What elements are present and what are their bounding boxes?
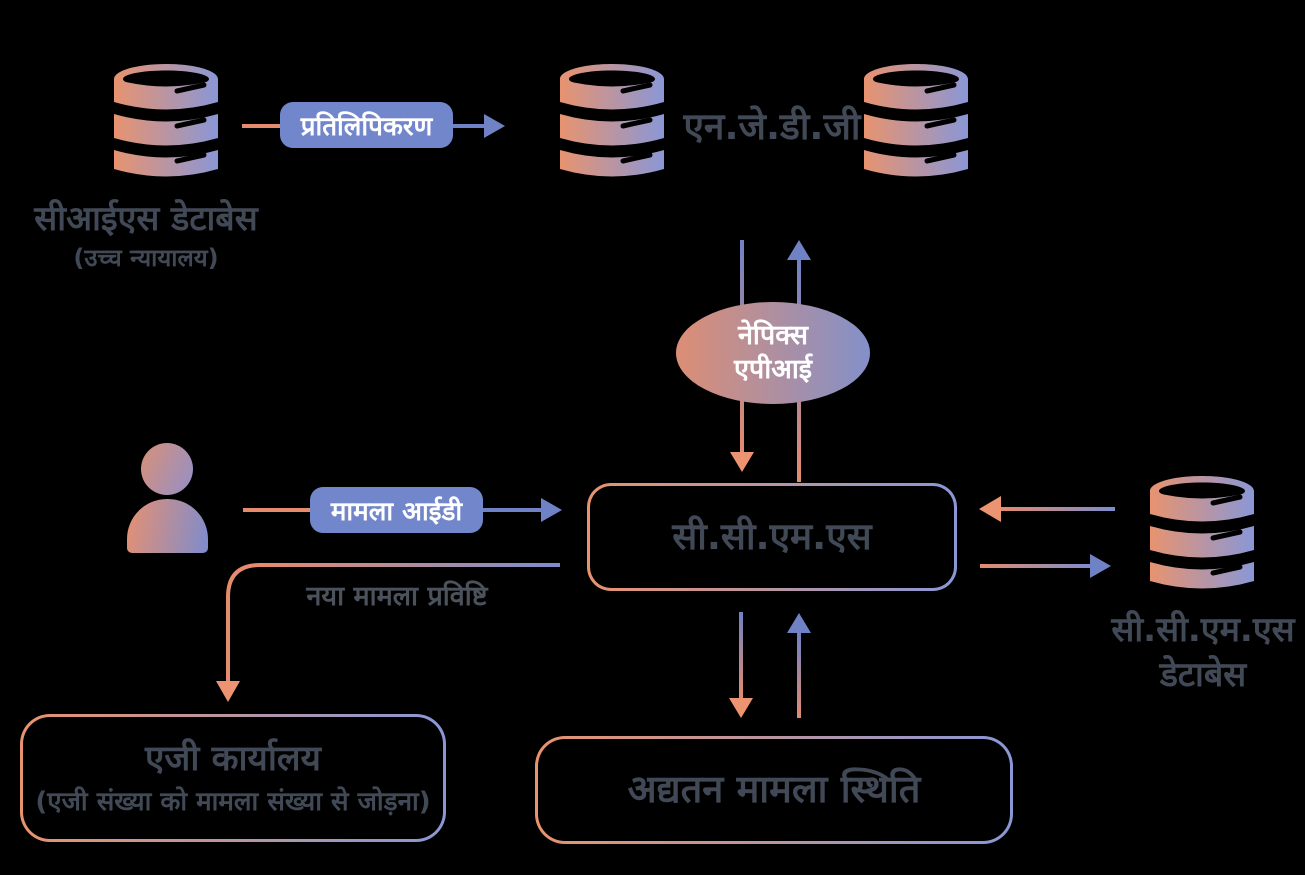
cis-database-icon	[110, 62, 222, 186]
ccms-label: सी.सी.एम.एस	[672, 514, 872, 558]
arrowhead-replication-to-njdg	[484, 114, 505, 138]
line-ccms-to-ccmsdb	[980, 564, 1090, 568]
ccms-database-label-line2: डेटाबेस	[1159, 654, 1247, 695]
replication-label: प्रतिलिपिकरण	[300, 112, 433, 142]
arrowhead-ccms-to-update-status	[729, 698, 753, 718]
napix-api-node: नेपिक्स एपीआई	[676, 302, 870, 404]
ccms-database-label-line1: सी.सी.एम.एस	[1111, 610, 1295, 650]
case-id-label: मामला आईडी	[330, 497, 463, 527]
update-case-status-label: अद्यतन मामला स्थिति	[627, 767, 921, 812]
cis-database-sublabel: (उच्च न्यायालय)	[73, 244, 219, 272]
arrowhead-ccms-to-njdg	[787, 240, 811, 260]
njdg-database-icon-left	[556, 62, 668, 186]
line-person-to-caseid	[243, 508, 310, 512]
cis-database-label: सीआईएस डेटाबेस	[34, 199, 258, 239]
arrowhead-update-status-to-ccms	[787, 613, 811, 633]
person-icon	[141, 443, 193, 495]
arrowhead-njdg-to-ccms	[730, 452, 754, 472]
arrowhead-ccms-to-ccmsdb	[1090, 554, 1111, 578]
case-id-label-chip: मामला आईडी	[310, 487, 483, 533]
replication-label-chip: प्रतिलिपिकरण	[280, 102, 453, 148]
new-case-entry-label: नया मामला प्रविष्टि	[306, 581, 488, 612]
ccms-node: सी.सी.एम.एस	[587, 483, 957, 591]
ag-office-label: एजी कार्यालय	[145, 739, 321, 780]
njdg-database-icon-right	[860, 62, 972, 186]
ccms-database-label: सी.सी.एम.एस डेटाबेस	[1085, 608, 1305, 698]
update-case-status-node: अद्यतन मामला स्थिति	[535, 736, 1013, 844]
line-cis-to-replication	[242, 124, 280, 128]
line-ccms-to-ag-office	[216, 563, 560, 702]
ag-office-node: एजी कार्यालय (एजी संख्या को मामला संख्या…	[20, 714, 446, 842]
arrowhead-ccmsdb-to-ccms	[979, 496, 1001, 522]
line-update-status-to-ccms	[797, 633, 801, 718]
line-ccms-to-update-status	[739, 612, 743, 698]
napix-api-line1: नेपिक्स	[737, 320, 809, 352]
line-replication-to-njdg	[453, 124, 484, 128]
ccms-database-icon	[1146, 474, 1258, 598]
line-caseid-to-ccms	[483, 508, 541, 512]
arrowhead-ccms-to-ag-office	[216, 681, 240, 702]
njdg-label: एन.जे.डी.जी	[683, 105, 861, 148]
arrowhead-caseid-to-ccms	[541, 498, 562, 522]
person-icon-body	[127, 499, 208, 553]
ag-office-sublabel: (एजी संख्या को मामला संख्या से जोड़ना)	[35, 786, 431, 817]
napix-api-line2: एपीआई	[733, 354, 813, 385]
line-ccmsdb-to-ccms	[1001, 507, 1115, 511]
